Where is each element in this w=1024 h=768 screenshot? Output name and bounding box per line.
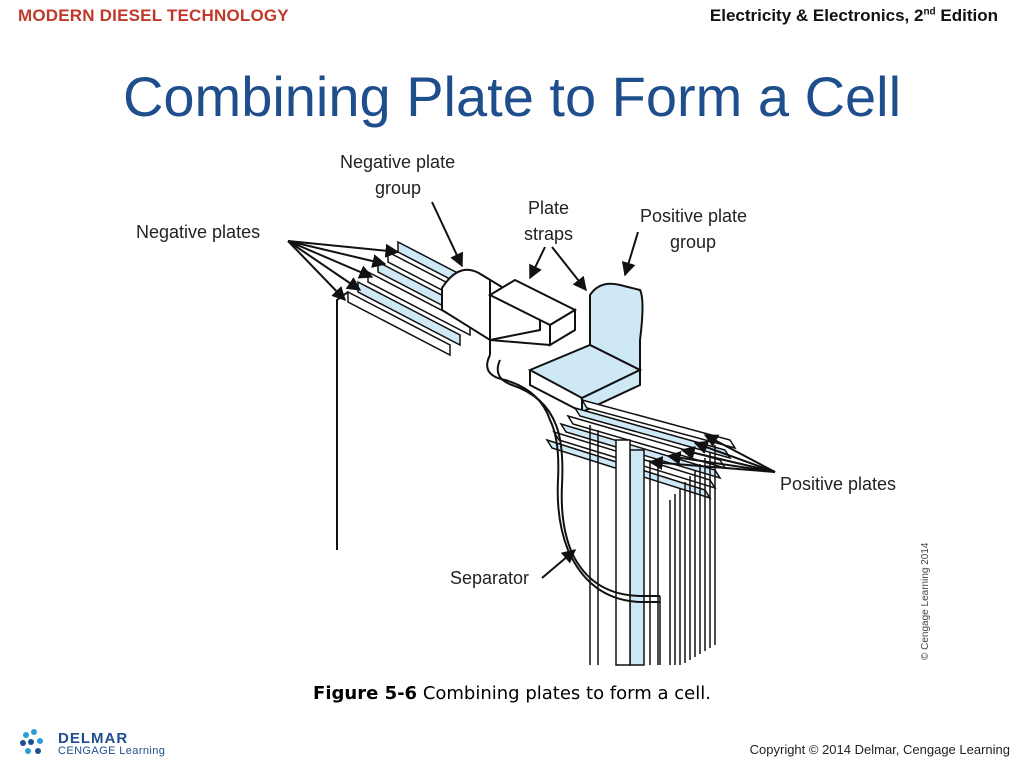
logo-bottom-text: CENGAGE Learning <box>58 745 166 757</box>
edition-superscript: nd <box>923 6 936 18</box>
battery-cell-diagram: Negative plate group Plate straps Positi… <box>136 152 931 666</box>
delmar-logo-icon <box>20 729 43 754</box>
copyright-footer: Copyright © 2014 Delmar, Cengage Learnin… <box>749 742 1010 757</box>
label-negative-plate-group-line2: group <box>375 178 421 198</box>
label-positive-plates: Positive plates <box>780 474 896 494</box>
label-separator: Separator <box>450 568 529 588</box>
label-positive-plate-group-line2: group <box>670 232 716 252</box>
figure-number: Figure 5-6 <box>313 683 418 704</box>
label-plate-straps-line2: straps <box>524 224 573 244</box>
figure-caption: Figure 5-6 Combining plates to form a ce… <box>0 683 1024 704</box>
delmar-logo: DELMAR CENGAGE Learning <box>18 726 165 762</box>
edition-tail: Edition <box>935 6 998 25</box>
edition-main: Electricity & Electronics, 2 <box>709 6 924 25</box>
separator-sheet <box>486 354 661 665</box>
figure-caption-text: Combining plates to form a cell. <box>417 683 711 704</box>
logo-top-text: DELMAR <box>58 730 129 747</box>
edition-header: Electricity & Electronics, 2nd Edition <box>710 6 998 26</box>
label-plate-straps-line1: Plate <box>528 198 569 218</box>
battery-cell-figure: Negative plate group Plate straps Positi… <box>120 140 940 670</box>
brand-header: MODERN DIESEL TECHNOLOGY <box>18 6 289 25</box>
positive-plate-group <box>527 282 644 414</box>
label-negative-plate-group-line1: Negative plate <box>340 152 455 172</box>
plate-straps-block <box>487 278 578 347</box>
label-positive-plate-group-line1: Positive plate <box>640 206 747 226</box>
figure-watermark: © Cengage Learning 2014 <box>920 542 931 660</box>
lower-plates <box>589 425 659 666</box>
slide-title: Combining Plate to Form a Cell <box>122 65 902 128</box>
label-negative-plates: Negative plates <box>136 222 260 242</box>
leader-arrows <box>287 201 776 579</box>
